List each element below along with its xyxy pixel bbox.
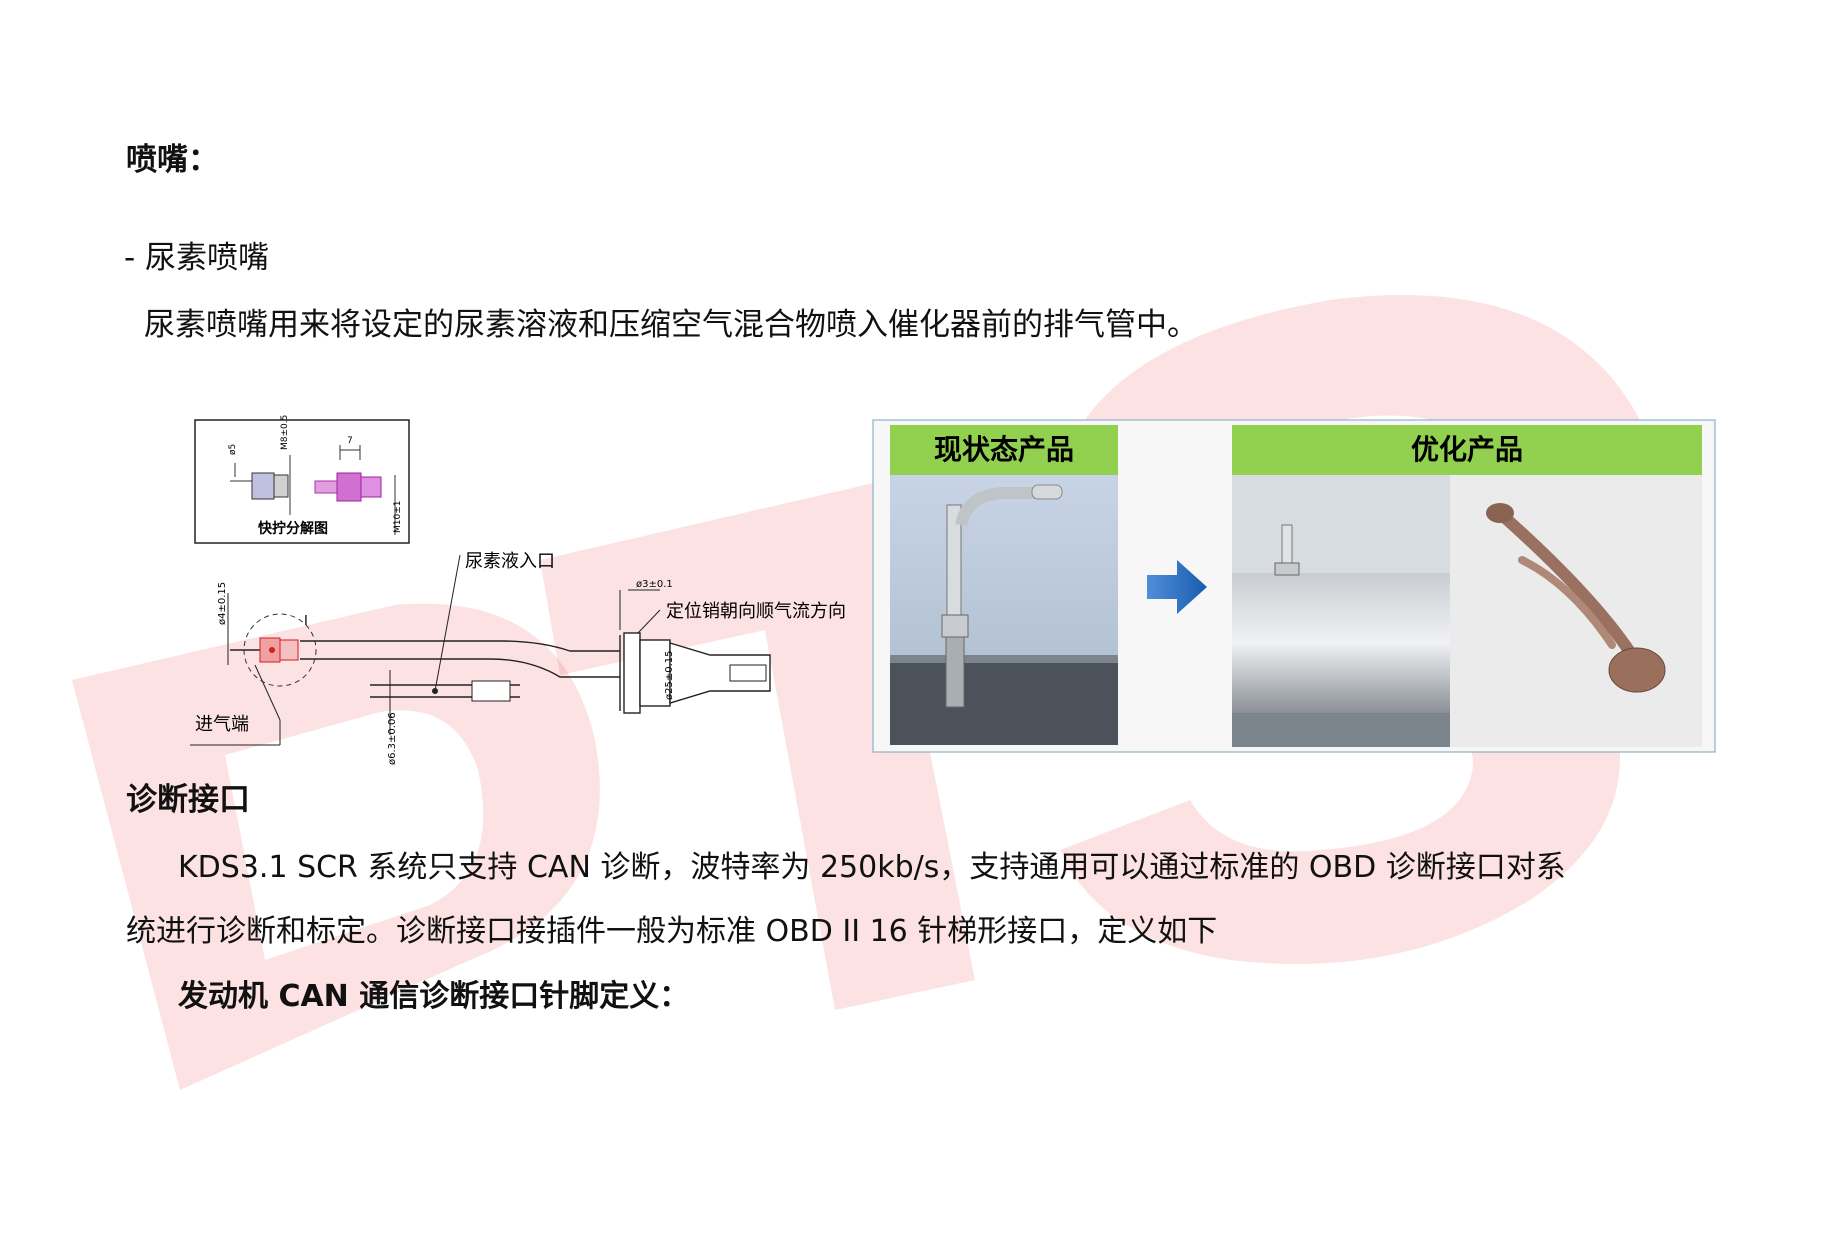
dim-d-d: ø6.3±0.06 [387,712,398,765]
section-heading-diagnostic-interface: 诊断接口 [126,782,250,818]
label-pin-direction: 定位销朝向顺气流方向 [666,601,846,622]
inset-dim-d4: M10±1 [393,501,403,533]
section-heading-nozzle: 喷嘴： [126,142,219,178]
inset-dim-d1: ø5 [228,444,238,455]
diagnostic-paragraph-line1: KDS3.1 SCR 系统只支持 CAN 诊断，波特率为 250kb/s，支持通… [178,850,1566,885]
bullet-urea-nozzle: - 尿素喷嘴 [124,240,270,276]
dim-d-c: ø25±0.15 [664,651,675,701]
label-optimized-product: 优化产品 [1411,433,1523,466]
inset-dim-d2: M8±0.5 [280,415,290,450]
diagnostic-paragraph-line2: 统进行诊断和标定。诊断接口接插件一般为标准 OBD II 16 针梯形接口，定义… [126,914,1218,949]
nozzle-technical-drawing: ø5 M8±0.5 7 M10±1 快拧分解图 [190,415,846,765]
nozzle-photo-comparison: 现状态产品 优化产品 [872,419,1716,753]
inset-dim-d3: 7 [347,436,353,446]
label-roman-i: I [304,614,308,629]
pin-definition-heading: 发动机 CAN 通信诊断接口针脚定义： [178,979,690,1014]
label-current-product: 现状态产品 [934,433,1074,466]
label-air-inlet: 进气端 [195,714,249,735]
nozzle-description: 尿素喷嘴用来将设定的尿素溶液和压缩空气混合物喷入催化器前的排气管中。 [144,307,1198,343]
label-urea-inlet: 尿素液入口 [465,551,555,572]
dim-d-b: ø3±0.1 [636,579,673,590]
dim-d-a: ø4±0.15 [217,582,228,625]
inset-caption: 快拧分解图 [258,520,328,537]
